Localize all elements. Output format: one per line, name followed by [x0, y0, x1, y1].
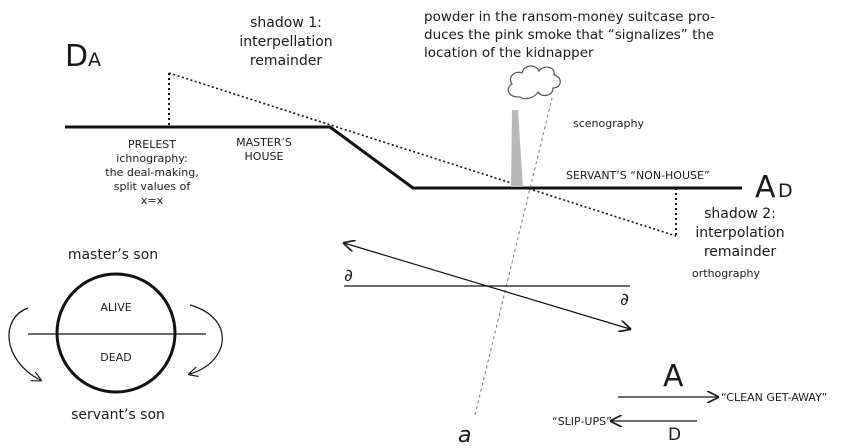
svg-text:shadow 1:: shadow 1:	[250, 15, 322, 31]
dead-label: DEAD	[100, 351, 131, 364]
legend-letter-d: D	[668, 425, 681, 445]
svg-text:location of the kidnapper: location of the kidnapper	[424, 45, 594, 61]
partial-left-label: ∂	[344, 266, 353, 286]
svg-text:duces the pink smoke that “sig: duces the pink smoke that “signalizes” t…	[424, 27, 714, 43]
legend-letter-a: A	[663, 359, 684, 394]
svg-text:shadow 2:: shadow 2:	[704, 206, 776, 222]
servants-nonhouse-label: SERVANT’S “NON-HOUSE”	[566, 169, 710, 182]
servants-son-label: servant’s son	[71, 407, 165, 423]
svg-text:interpellation: interpellation	[239, 34, 332, 50]
slip-ups-label: “SLIP-UPS”	[552, 415, 612, 428]
svg-text:split values of: split values of	[114, 180, 192, 193]
rotation-arrow-right	[190, 305, 222, 374]
shadow2-label: shadow 2: interpolation remainder	[695, 206, 784, 260]
svg-text:remainder: remainder	[704, 244, 777, 260]
ad-label-d: D	[778, 180, 793, 202]
smoke-column	[511, 110, 523, 187]
orthography-label: orthography	[692, 267, 760, 280]
svg-text:powder in the ransom-money sui: powder in the ransom-money suitcase pro-	[424, 9, 715, 25]
life-death-circle	[57, 274, 175, 392]
powder-caption: powder in the ransom-money suitcase pro-…	[424, 9, 715, 61]
svg-text:PRELEST: PRELEST	[128, 138, 176, 151]
partial-right-label: ∂	[620, 290, 629, 310]
shadow1-label: shadow 1: interpellation remainder	[239, 15, 332, 69]
svg-text:x=x: x=x	[141, 194, 164, 207]
svg-text:interpolation: interpolation	[695, 225, 784, 241]
da-label-a: A	[88, 49, 101, 71]
clean-getaway-label: “CLEAN GET-AWAY”	[721, 391, 827, 404]
masters-house-label: MASTER’S HOUSE	[236, 136, 292, 163]
smoke-cloud	[508, 66, 560, 99]
prelest-label: PRELEST ichnography: the deal-making, sp…	[105, 138, 198, 207]
svg-text:ichnography:: ichnography:	[116, 152, 187, 165]
scenography-label: scenography	[573, 117, 644, 130]
svg-text:remainder: remainder	[250, 53, 323, 69]
svg-text:MASTER’S: MASTER’S	[236, 136, 292, 149]
alive-label: ALIVE	[100, 301, 131, 314]
svg-text:HOUSE: HOUSE	[245, 150, 284, 163]
svg-text:the deal-making,: the deal-making,	[105, 166, 198, 179]
ad-label-a: A	[755, 170, 776, 205]
da-label-d: D	[65, 39, 88, 74]
rotation-arrow-left	[9, 308, 40, 380]
axis-alpha-label: a	[458, 423, 471, 448]
masters-son-label: master’s son	[68, 247, 158, 263]
